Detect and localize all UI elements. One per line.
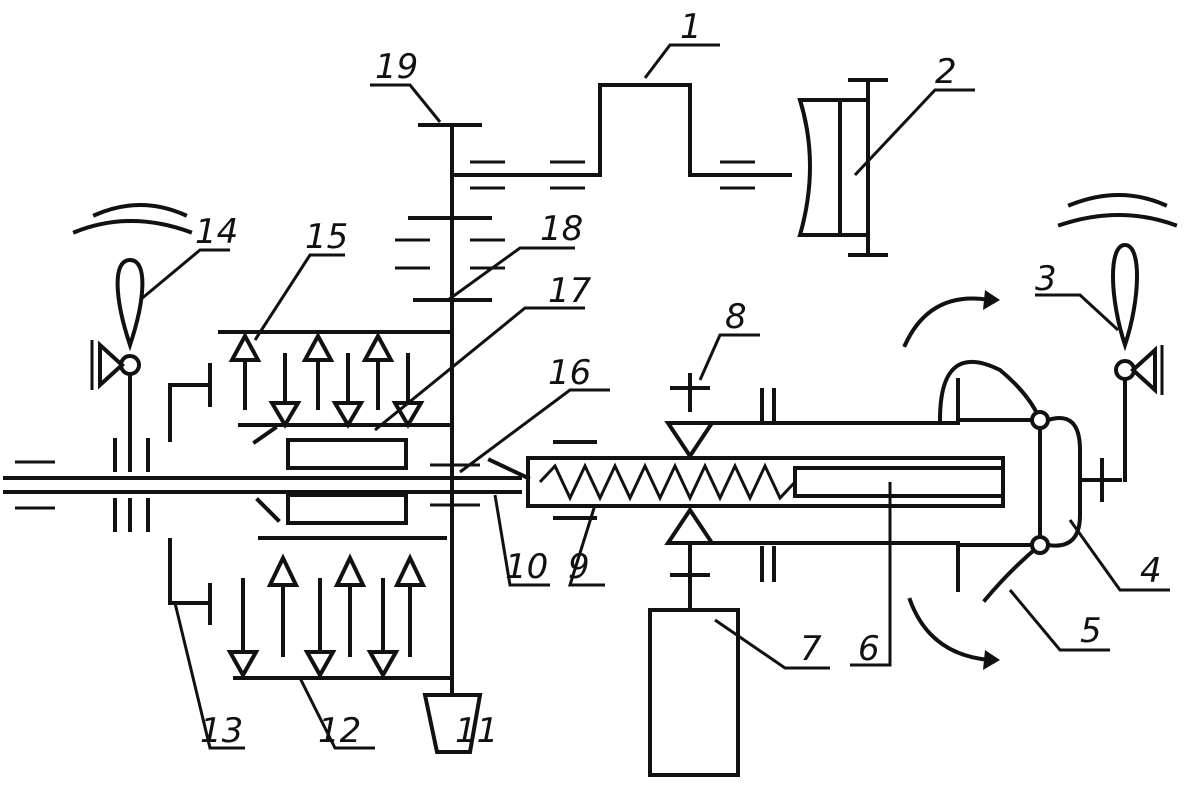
horizontal-shaft — [3, 438, 522, 532]
lever-14 — [72, 203, 193, 467]
label-17: 17 — [548, 271, 592, 311]
upper-frame-15 — [218, 330, 454, 429]
label-4: 4 — [1140, 551, 1162, 591]
spring-cylinder-9 — [487, 440, 1005, 520]
label-9: 9 — [568, 547, 590, 587]
label-10: 10 — [505, 547, 548, 587]
label-11: 11 — [455, 711, 498, 751]
label-12: 12 — [318, 711, 361, 751]
label-8: 8 — [725, 297, 747, 337]
part-labels: 1 2 3 4 5 6 7 8 9 10 11 12 13 14 15 16 1… — [195, 7, 1162, 751]
label-1: 1 — [680, 7, 702, 47]
lower-frame-12 — [226, 536, 454, 680]
pulley-2 — [797, 78, 888, 257]
valve-8 — [664, 373, 960, 612]
label-15: 15 — [305, 217, 348, 257]
vertical-shaft — [395, 123, 505, 754]
label-18: 18 — [540, 209, 583, 249]
label-5: 5 — [1080, 611, 1102, 651]
label-6: 6 — [858, 629, 880, 669]
label-14: 14 — [195, 212, 238, 252]
housing-1 — [453, 83, 792, 190]
label-19: 19 — [375, 47, 418, 87]
label-2: 2 — [935, 52, 957, 92]
lever-3 — [1057, 193, 1178, 482]
slabs-16 — [252, 425, 408, 525]
label-7: 7 — [800, 629, 822, 669]
rotor-4-5 — [902, 290, 1122, 670]
label-16: 16 — [548, 353, 591, 393]
label-13: 13 — [200, 711, 243, 751]
label-3: 3 — [1035, 259, 1057, 299]
block-7 — [648, 608, 740, 777]
leader-lines — [139, 43, 1170, 750]
bracket-13 — [168, 363, 212, 625]
